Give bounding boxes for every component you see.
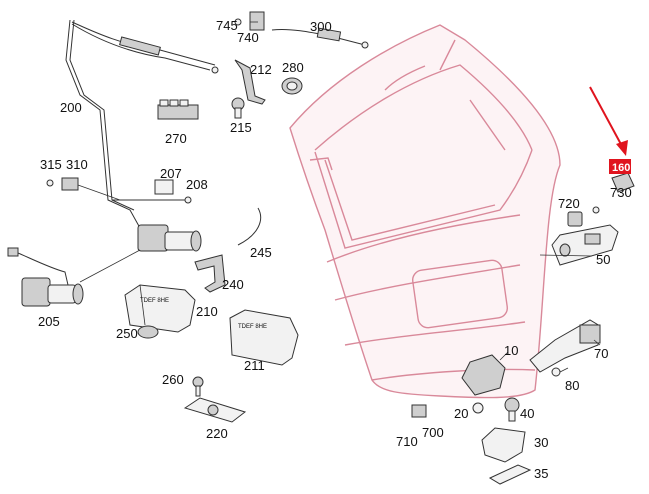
label-700: 700 — [422, 425, 444, 440]
svg-text:TDEF 8HE: TDEF 8HE — [140, 298, 169, 304]
part-20 — [472, 402, 484, 414]
label-10: 10 — [504, 343, 518, 358]
label-35: 35 — [534, 466, 548, 481]
part-300 — [271, 27, 369, 49]
svg-text:TDEF 8HE: TDEF 8HE — [238, 324, 267, 330]
part-730 — [592, 206, 600, 214]
part-215 — [231, 97, 245, 119]
label-745: 745 — [216, 18, 238, 33]
label-300: 300 — [310, 19, 332, 34]
label-40: 40 — [520, 406, 534, 421]
part-740 — [234, 11, 265, 31]
part-240 — [194, 254, 226, 293]
label-710: 710 — [396, 434, 418, 449]
tailgate-outline — [289, 24, 561, 399]
label-160[interactable]: 160 — [612, 162, 630, 174]
leader-lines — [250, 21, 601, 373]
cable-200 — [65, 19, 219, 229]
label-730: 730 — [610, 185, 632, 200]
label-270: 270 — [165, 131, 187, 146]
label-50: 50 — [596, 252, 610, 267]
part-70 — [529, 319, 601, 373]
label-720: 720 — [558, 196, 580, 211]
label-80: 80 — [565, 378, 579, 393]
part-260 — [192, 376, 204, 397]
part-720 — [567, 211, 583, 227]
label-200: 200 — [60, 100, 82, 115]
label-20: 20 — [454, 406, 468, 421]
label-740: 740 — [237, 30, 259, 45]
part-210: TDEF 8HE — [124, 284, 196, 333]
gas-strut — [119, 36, 161, 56]
part-207 — [154, 179, 174, 195]
part-205 — [7, 247, 84, 307]
label-220: 220 — [206, 426, 228, 441]
part-220 — [183, 397, 247, 423]
plug-icon — [7, 247, 19, 257]
highlight-arrow — [589, 86, 628, 156]
label-250: 250 — [116, 326, 138, 341]
connector-208-icon — [184, 196, 192, 204]
part-280 — [281, 77, 303, 95]
label-30: 30 — [534, 435, 548, 450]
label-215: 215 — [230, 120, 252, 135]
part-250 — [137, 325, 159, 339]
label-315: 315 — [40, 157, 62, 172]
part-35 — [488, 464, 532, 485]
label-212: 212 — [250, 62, 272, 77]
part-270 — [157, 99, 199, 120]
part-212 — [234, 59, 266, 105]
label-240: 240 — [222, 277, 244, 292]
label-208: 208 — [186, 177, 208, 192]
part-50 — [551, 224, 619, 266]
label-207: 207 — [160, 166, 182, 181]
part-10 — [461, 354, 506, 396]
part-700 — [411, 404, 427, 418]
part-80 — [551, 367, 561, 377]
label-260: 260 — [162, 372, 184, 387]
label-280: 280 — [282, 60, 304, 75]
label-310: 310 — [66, 157, 88, 172]
part-40 — [504, 397, 520, 422]
label-211: 211 — [244, 358, 265, 373]
screw-315-icon — [46, 179, 54, 187]
label-245: 245 — [250, 245, 272, 260]
part-labels: 745 740 300 212 280 200 270 215 315 310 … — [38, 18, 632, 481]
strut-end — [211, 66, 219, 74]
motor-unit — [79, 224, 202, 283]
part-160 — [611, 172, 635, 193]
label-210: 210 — [196, 304, 218, 319]
label-205: 205 — [38, 314, 60, 329]
part-245 — [237, 207, 262, 246]
label-70: 70 — [594, 346, 608, 361]
part-30 — [481, 427, 526, 463]
highlight-box — [609, 159, 631, 174]
part-310 — [46, 177, 121, 201]
part-211: TDEF 8HE — [229, 309, 299, 366]
